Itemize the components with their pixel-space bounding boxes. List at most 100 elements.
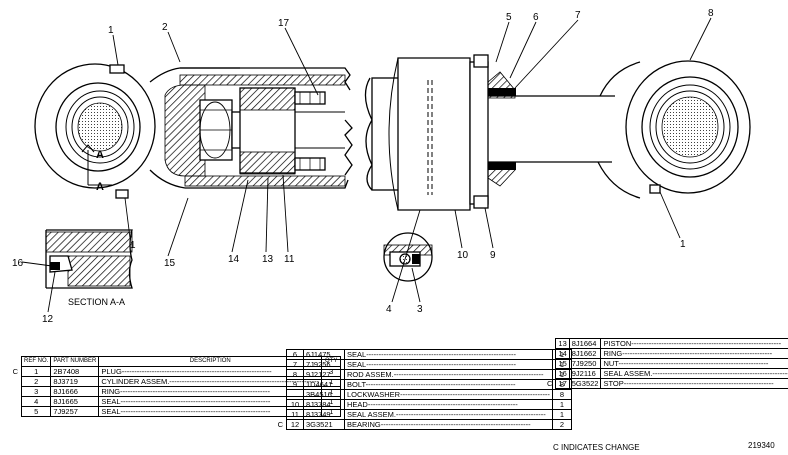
part-number: 7J9250 xyxy=(568,358,602,369)
part-number: 8J3784 xyxy=(303,399,345,410)
change-flag xyxy=(8,377,22,387)
callout-5: 5 xyxy=(506,12,512,23)
part-number: 8J3719 xyxy=(50,376,100,387)
piston-rod xyxy=(488,61,641,199)
callout-11: 11 xyxy=(284,254,295,265)
callout-8: 8 xyxy=(708,8,714,19)
change-flag xyxy=(545,369,556,379)
part-number: 3G3521 xyxy=(303,419,345,430)
head-assembly xyxy=(364,54,516,211)
description: LOCKWASHER------------------------------… xyxy=(344,389,553,400)
part-number: 9J2127 xyxy=(303,369,345,380)
callout-12: 12 xyxy=(42,314,54,325)
description: SEAL------------------------------------… xyxy=(344,359,553,370)
change-flag xyxy=(273,350,287,360)
description: HEAD------------------------------------… xyxy=(344,399,553,410)
callout-15: 15 xyxy=(164,258,176,269)
cylinder-exploded-drawing: 1 2 17 5 6 7 8 1 15 14 13 11 10 9 1 16 1… xyxy=(12,8,751,325)
ref-no: 12 xyxy=(286,419,304,430)
ref-no: 16 xyxy=(555,368,570,379)
ref-no: 3 xyxy=(20,386,52,397)
description: STOP------------------------------------… xyxy=(600,378,788,389)
callout-7: 7 xyxy=(575,10,581,21)
description: BOLT------------------------------------… xyxy=(344,379,553,390)
ref-no: 6 xyxy=(286,349,304,360)
callout-10: 10 xyxy=(457,250,469,261)
change-flag xyxy=(8,387,22,397)
ref-no: 11 xyxy=(286,409,304,420)
callout-2: 2 xyxy=(162,22,168,33)
callout-3: 3 xyxy=(417,304,423,315)
change-flag xyxy=(273,360,287,370)
description: ROD ASSEM.------------------------------… xyxy=(344,369,553,380)
callout-1a: 1 xyxy=(108,25,114,36)
description: NUT-------------------------------------… xyxy=(600,358,788,369)
part-number: 7J9256 xyxy=(303,359,345,370)
ref-no: 5 xyxy=(20,406,52,417)
change-note: C INDICATES CHANGE xyxy=(553,443,640,452)
ref-no: 13 xyxy=(555,338,570,349)
part-number: 8J1664 xyxy=(568,338,602,349)
qty: 1 xyxy=(551,399,572,410)
part-number: 5G3522 xyxy=(568,378,602,389)
description: RING------------------------------------… xyxy=(600,348,788,359)
section-mark-a-top: A xyxy=(96,149,104,161)
qty: 8 xyxy=(551,389,572,400)
change-flag xyxy=(273,390,287,400)
callout-6: 6 xyxy=(533,12,539,23)
cylinder-body xyxy=(164,67,353,189)
ref-no: 2 xyxy=(20,376,52,387)
part-number: 8J1666 xyxy=(50,386,100,397)
description: SEAL ASSEM.-----------------------------… xyxy=(600,368,788,379)
ref-no: 9 xyxy=(286,379,304,390)
qty: 1 xyxy=(551,409,572,420)
change-flag: C xyxy=(547,379,553,388)
callout-16: 16 xyxy=(12,258,24,269)
ref-no: 15 xyxy=(555,358,570,369)
ref-no: 14 xyxy=(555,348,570,359)
part-number: 1D4641 xyxy=(303,379,345,390)
callout-numbers: 1 2 17 5 6 7 8 1 15 14 13 11 10 9 1 16 1… xyxy=(12,8,714,325)
ref-no: 7 xyxy=(286,359,304,370)
section-label: SECTION A-A xyxy=(68,297,126,307)
callout-14: 14 xyxy=(228,254,240,265)
part-number: 8J3749 xyxy=(303,409,345,420)
rod-eye xyxy=(625,60,751,194)
seal-detail-circle xyxy=(383,232,433,282)
change-flag: C xyxy=(12,367,18,376)
ref-no: 10 xyxy=(286,399,304,410)
col-part-number: PART NUMBER xyxy=(50,356,100,367)
drawing-number: 219340 xyxy=(748,441,775,450)
change-flag xyxy=(8,407,22,417)
qty: 2 xyxy=(551,419,572,430)
callout-17: 17 xyxy=(278,18,290,29)
description: PISTON----------------------------------… xyxy=(600,338,788,349)
description: SEAL ASSEM.-----------------------------… xyxy=(344,409,553,420)
part-number: 9J2116 xyxy=(568,368,602,379)
change-flag xyxy=(545,339,556,349)
ref-no: 8 xyxy=(286,369,304,380)
change-flag xyxy=(545,349,556,359)
callout-1c: 1 xyxy=(680,239,686,250)
change-flag xyxy=(273,400,287,410)
change-flag xyxy=(273,380,287,390)
callout-9: 9 xyxy=(490,250,496,261)
change-flag xyxy=(273,370,287,380)
part-number: 2B7408 xyxy=(50,366,100,377)
section-a-a-detail xyxy=(45,64,133,289)
change-flag: C xyxy=(277,420,283,429)
